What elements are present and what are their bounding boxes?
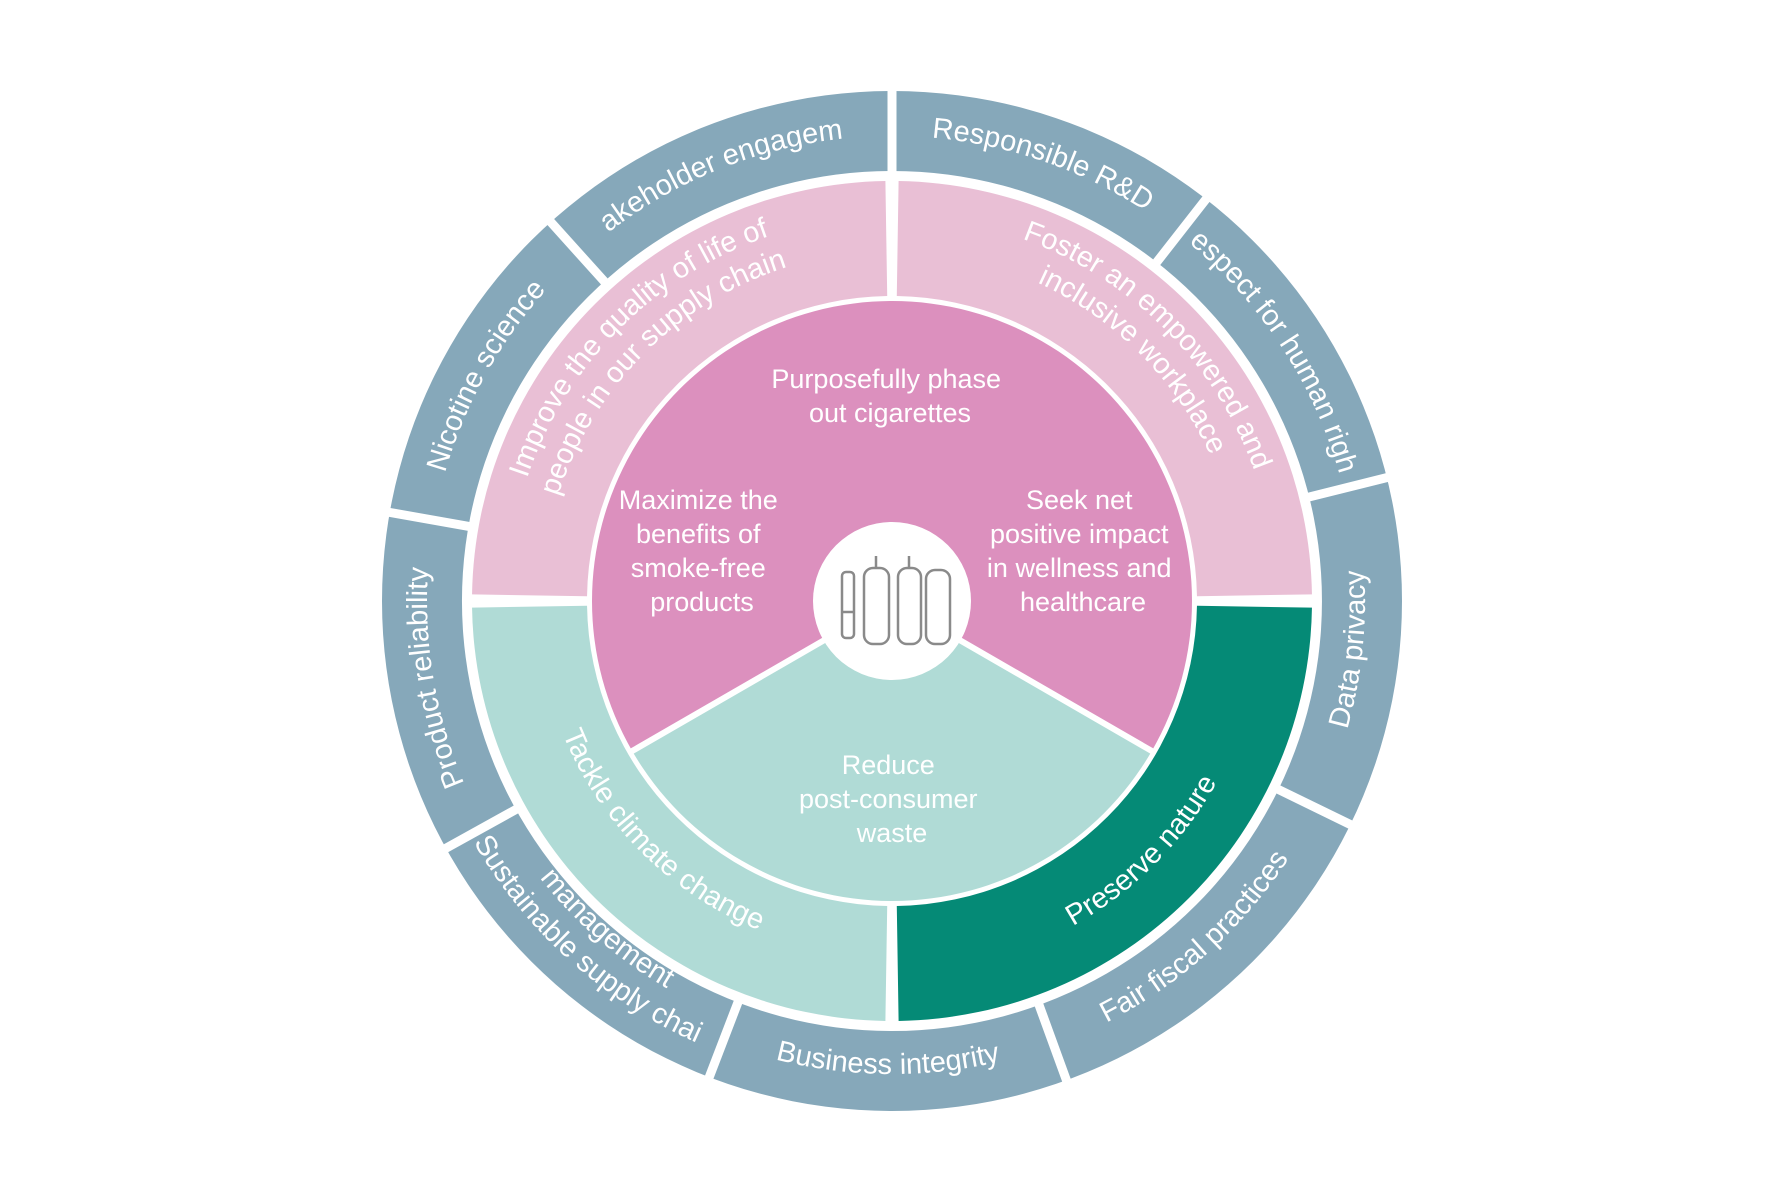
core-label-net-positive-impact: Seek net positive impact in wellness and… (987, 485, 1179, 617)
outer-ring-separator (1272, 783, 1356, 831)
middle-ring-segment (472, 181, 888, 597)
core-labels: Purposefully phase out cigarettes Seek n… (619, 364, 1179, 848)
outer-ring-separator (1033, 999, 1073, 1086)
outer-ring-separator (544, 216, 611, 288)
outer-ring-separator (385, 507, 474, 532)
middle-ring-segment (472, 605, 888, 1021)
outer-ring-separator (440, 803, 522, 855)
outer-ring-separator (1150, 193, 1212, 269)
middle-ring-segment (896, 181, 1312, 597)
core-label-phase-out-cigarettes: Purposefully phase out cigarettes (771, 364, 1008, 428)
core-label-maximize-benefits: Maximize the benefits of smoke-free prod… (619, 485, 786, 617)
middle-ring-segment (896, 605, 1312, 1021)
center-hub (813, 522, 971, 680)
outer-ring-separator (703, 997, 744, 1083)
middle-ring (472, 181, 1312, 1021)
outer-ring-separator (1304, 472, 1392, 503)
outer-ring (381, 87, 1402, 1111)
core-label-reduce-waste: Reduce post-consumer waste (799, 750, 985, 848)
center-circle (813, 522, 971, 680)
smoke-free-products-icon (840, 556, 952, 646)
